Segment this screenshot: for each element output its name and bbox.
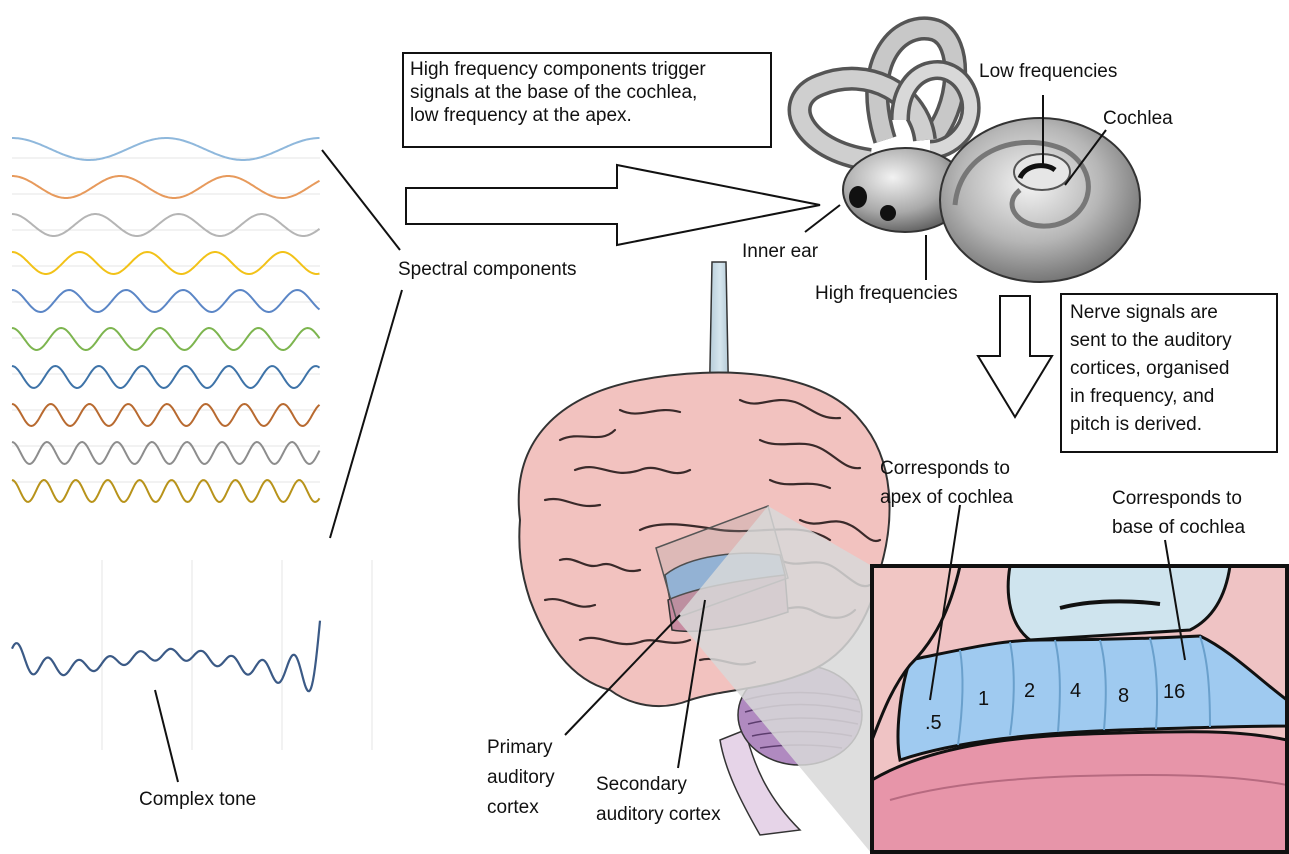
base-label: Corresponds to base of cochlea [1112, 484, 1245, 542]
pointer-line [155, 690, 178, 782]
spectral-wave [12, 328, 320, 350]
nerve-note-line: in frequency, and [1070, 383, 1268, 411]
cochlea-note-line: High frequency components trigger [410, 58, 764, 81]
spectral-wave [12, 290, 320, 312]
high-frequencies-label: High frequencies [815, 282, 958, 305]
complex-tone-wave [12, 621, 320, 692]
zoomed-inset [872, 566, 1287, 854]
pointer-line [322, 150, 400, 250]
label-line: Corresponds to [1112, 484, 1245, 513]
nerve-note-line: pitch is derived. [1070, 411, 1268, 439]
spectral-wave [12, 214, 320, 236]
spectral-wave [12, 252, 320, 274]
pointer-line [330, 290, 402, 538]
spectral-wave [12, 138, 320, 160]
spectral-waves [12, 138, 320, 502]
band-label: .5 [925, 712, 942, 735]
spectral-wave [12, 480, 320, 502]
nerve-note-line: Nerve signals are [1070, 299, 1268, 327]
cochlea-note-line: signals at the base of the cochlea, [410, 81, 764, 104]
low-frequencies-label: Low frequencies [979, 60, 1117, 83]
complex-tone-line [12, 621, 320, 692]
label-line: Corresponds to [880, 454, 1013, 483]
secondary-cortex-label: Secondary auditory cortex [596, 770, 721, 830]
nerve-note-box: Nerve signals are sent to the auditory c… [1060, 293, 1278, 453]
label-line: cortex [487, 793, 555, 823]
pointer-line [805, 205, 840, 232]
band-label: 16 [1163, 681, 1185, 704]
spectral-components-label: Spectral components [398, 258, 577, 281]
inner-ear-label: Inner ear [742, 240, 818, 263]
cochlea-note-box: High frequency components trigger signal… [402, 52, 772, 148]
band-label: 2 [1024, 680, 1035, 703]
band-label: 1 [978, 688, 989, 711]
primary-cortex-label: Primary auditory cortex [487, 733, 555, 823]
spectral-wave [12, 366, 320, 388]
spectral-wave [12, 176, 320, 198]
apex-label: Corresponds to apex of cochlea [880, 454, 1013, 512]
cochlea-note-line: low frequency at the apex. [410, 104, 764, 127]
band-label: 4 [1070, 680, 1081, 703]
label-line: Primary [487, 733, 555, 763]
nerve-note-line: sent to the auditory [1070, 327, 1268, 355]
label-line: auditory [487, 763, 555, 793]
label-line: base of cochlea [1112, 513, 1245, 542]
down-arrow [978, 296, 1052, 417]
label-line: Secondary [596, 770, 721, 800]
band-label: 8 [1118, 685, 1129, 708]
nerve-note-line: cortices, organised [1070, 355, 1268, 383]
label-line: auditory cortex [596, 800, 721, 830]
right-arrow [406, 165, 820, 245]
spectral-wave [12, 404, 320, 426]
cochlea-label: Cochlea [1103, 107, 1173, 130]
spectral-wave [12, 442, 320, 464]
label-line: apex of cochlea [880, 483, 1013, 512]
complex-tone-label: Complex tone [139, 788, 256, 811]
